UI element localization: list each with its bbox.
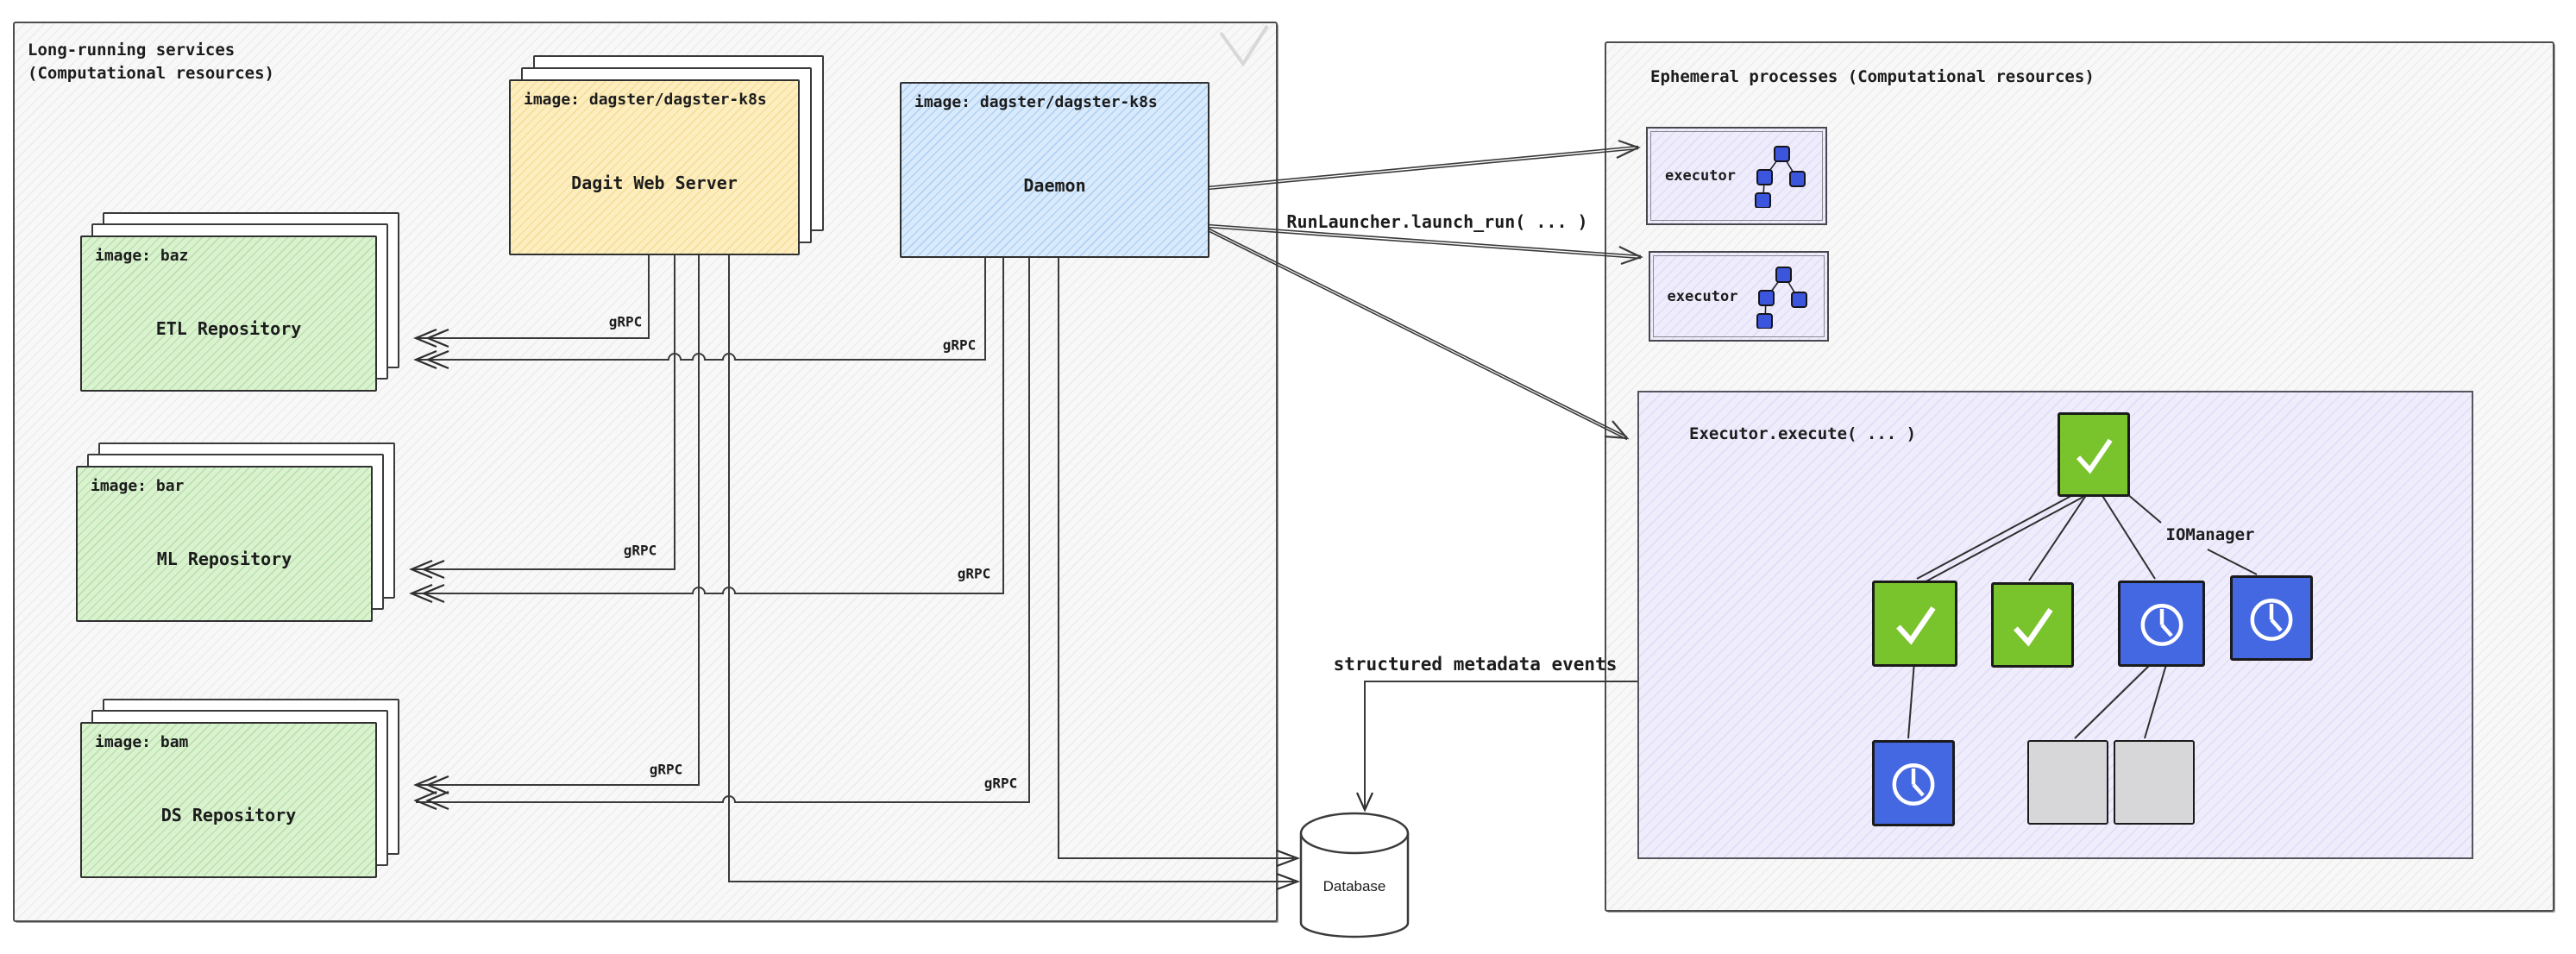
metadata-events-line [1364,681,1637,809]
grpc-label-daemon-etl: gRPC [942,336,977,354]
step-node-success [1991,582,2074,668]
iomanager-label: IOManager [2165,525,2255,544]
check-icon [2076,438,2113,474]
grpc-label-daemon-ds: gRPC [983,775,1018,792]
ml-repository-card: image: bar ML Repository [76,466,373,622]
grpc-label-dagit-etl: gRPC [608,313,643,330]
grpc-label-daemon-ml: gRPC [957,565,991,582]
check-icon [1895,606,1936,645]
grpc-label-dagit-ds: gRPC [649,761,683,778]
check-icon [2014,607,2053,647]
ds-title: DS Repository [160,804,297,825]
dagit-web-server-stack: image: dagster/dagster-k8s Dagit Web Ser… [509,55,824,255]
executor-execute-title: Executor.execute( ... ) [1689,424,1917,443]
dagit-image-label: image: dagster/dagster-k8s [524,91,767,109]
clock-icon [2140,604,2183,646]
clock-icon [1892,763,1935,806]
database-cylinder [1292,802,1420,940]
step-node-waiting [2118,581,2205,667]
executor-label: executor [1665,167,1736,185]
mini-dag-icon [1754,146,1806,208]
executor-label: executor [1667,287,1738,305]
ml-repository-stack: image: bar ML Repository [76,442,395,622]
step-node-pending [2027,740,2108,825]
ml-image-label: image: bar [91,477,185,495]
dagit-title: Dagit Web Server [571,173,738,193]
long-running-services-title: Long-running services (Computational res… [28,41,274,83]
executor-box-2: executor [1649,251,1829,342]
clock-icon [2250,598,2293,641]
ml-title: ML Repository [156,548,292,569]
metadata-events-label: structured metadata events [1333,654,1618,675]
step-node-success [1872,581,1957,667]
database-label: Database [1323,878,1386,894]
etl-title: ETL Repository [155,317,302,339]
etl-image-label: image: baz [95,247,189,265]
mini-dag-icon [1756,266,1808,329]
step-node-waiting [1872,740,1955,826]
daemon-image-label: image: dagster/dagster-k8s [914,93,1158,111]
executor-box-1: executor [1646,127,1827,225]
grpc-label-dagit-ml: gRPC [623,542,657,559]
ds-repository-stack: image: bam DS Repository [80,699,399,878]
etl-repository-card: image: baz ETL Repository [80,235,377,392]
step-node-pending [2114,740,2195,825]
dagit-web-server-card: image: dagster/dagster-k8s Dagit Web Ser… [509,79,800,255]
step-node-root-success [2058,412,2130,497]
ds-repository-card: image: bam DS Repository [80,722,377,878]
ds-image-label: image: bam [95,733,189,751]
etl-repository-stack: image: baz ETL Repository [80,212,399,392]
run-launcher-label: RunLauncher.launch_run( ... ) [1286,211,1588,232]
ephemeral-processes-title: Ephemeral processes (Computational resou… [1650,67,2095,86]
daemon-card: image: dagster/dagster-k8s Daemon [900,82,1209,258]
daemon-title: Daemon [1023,175,1086,196]
step-node-waiting [2230,575,2313,661]
database-icon [1299,812,1410,938]
